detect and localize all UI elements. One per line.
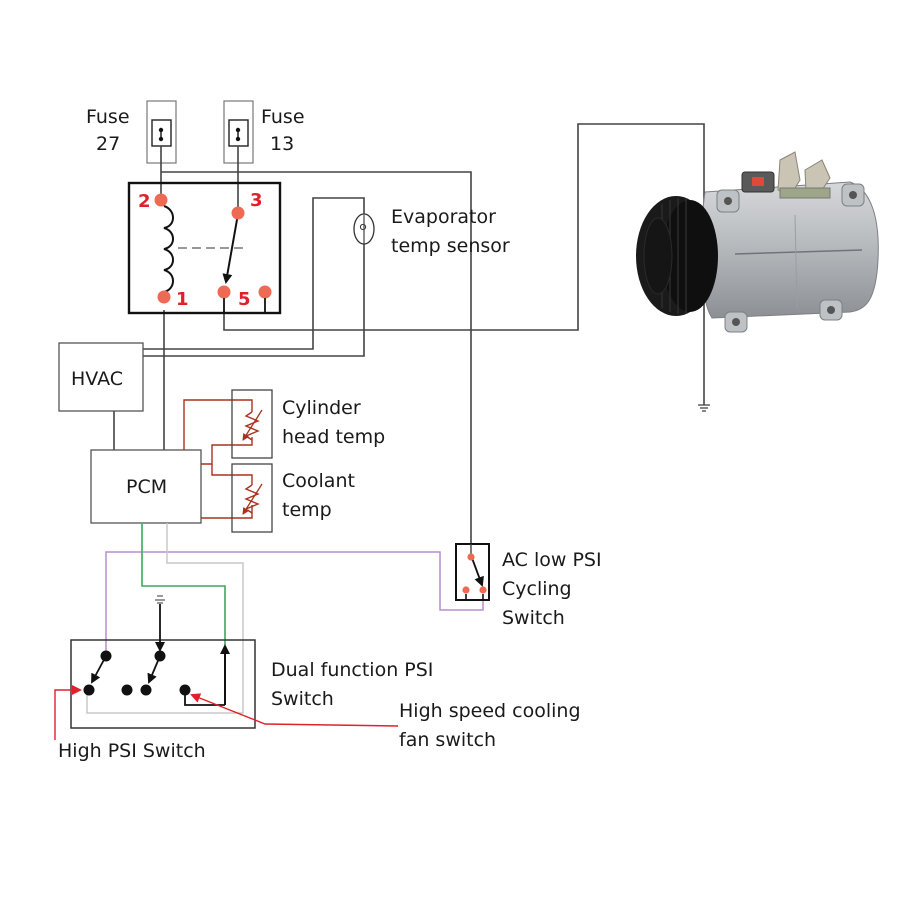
relay-pin-5 bbox=[217, 285, 231, 299]
relay-pin-2 bbox=[154, 193, 168, 207]
pcm-label: PCM bbox=[126, 476, 167, 498]
ac-low-psi-cycling-switch bbox=[455, 543, 490, 601]
hvac-module bbox=[58, 342, 144, 412]
hvac-label: HVAC bbox=[71, 368, 123, 390]
relay-pin-1-label: 1 bbox=[176, 289, 189, 310]
ac-low-psi-label-line2: Cycling bbox=[502, 578, 572, 600]
fuse-27-label-line1: Fuse bbox=[86, 106, 130, 128]
ground-icon-switch bbox=[155, 595, 165, 604]
evaporator-sensor-icon bbox=[353, 213, 375, 245]
high-psi-switch-label: High PSI Switch bbox=[58, 740, 206, 762]
evaporator-sensor-label-line1: Evaporator bbox=[391, 206, 496, 228]
cylinder-head-temp-label-line2: head temp bbox=[282, 426, 385, 448]
pointer-arrows bbox=[54, 685, 399, 740]
ac-low-psi-label-line3: Switch bbox=[502, 607, 565, 629]
colored-wires bbox=[86, 523, 484, 714]
cylinder-head-temp-sensor bbox=[231, 389, 273, 459]
dual-function-psi-switch bbox=[70, 595, 256, 729]
ac-compressor-image bbox=[636, 151, 879, 333]
relay-pin-3-label: 3 bbox=[250, 190, 263, 211]
dual-function-label-line2: Switch bbox=[271, 688, 334, 710]
wires bbox=[113, 123, 705, 545]
relay-pin-unlabeled bbox=[258, 285, 272, 299]
fuse-27-label-line2: 27 bbox=[96, 133, 120, 155]
fuse-13-label-line2: 13 bbox=[270, 133, 294, 155]
ground-icon-compressor bbox=[698, 404, 710, 412]
evaporator-sensor-label-line2: temp sensor bbox=[391, 235, 510, 257]
coolant-temp-label-line2: temp bbox=[282, 499, 332, 521]
coolant-temp-label-line1: Coolant bbox=[282, 470, 355, 492]
relay bbox=[127, 181, 282, 315]
fuse-13-label-line1: Fuse bbox=[261, 106, 305, 128]
relay-pin-1 bbox=[157, 290, 171, 304]
coolant-temp-sensor bbox=[231, 463, 273, 533]
ac-low-psi-label-line1: AC low PSI bbox=[502, 549, 602, 571]
high-speed-fan-label-line2: fan switch bbox=[399, 729, 496, 751]
relay-pin-5-label: 5 bbox=[238, 289, 251, 310]
dual-function-label-line1: Dual function PSI bbox=[271, 659, 433, 681]
relay-coil-icon bbox=[163, 205, 174, 293]
relay-pin-2-label: 2 bbox=[138, 191, 151, 212]
high-speed-fan-label-line1: High speed cooling bbox=[399, 700, 581, 722]
pcm-module bbox=[90, 449, 202, 524]
cylinder-head-temp-label-line1: Cylinder bbox=[282, 397, 361, 419]
relay-pin-3 bbox=[231, 206, 245, 220]
